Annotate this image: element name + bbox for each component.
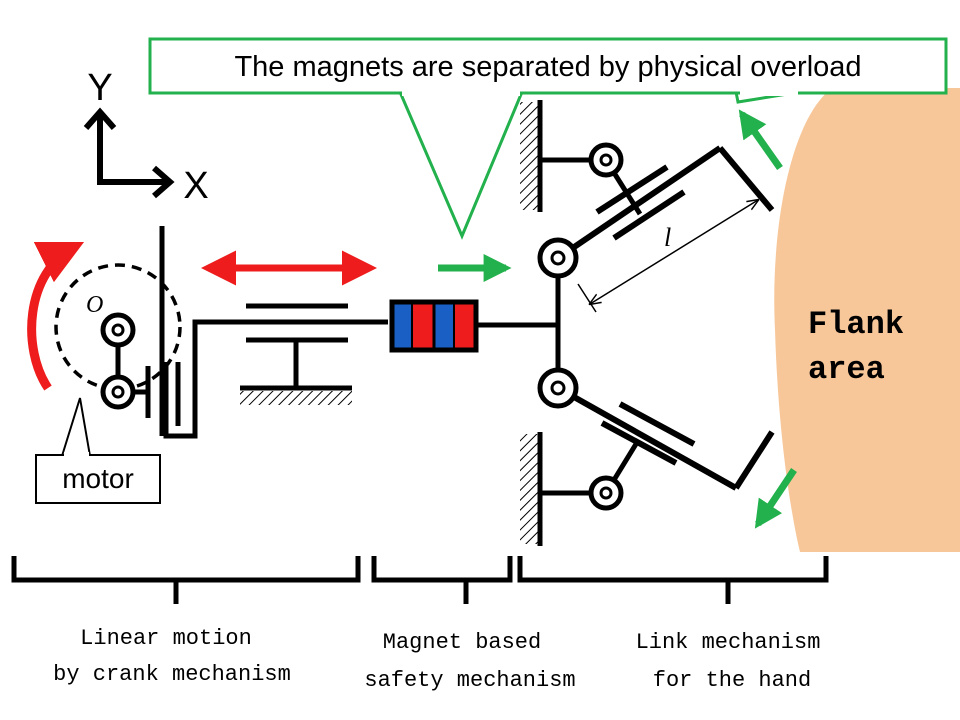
brace-linear-motion [11, 556, 361, 604]
brace-link-mechanism [517, 556, 829, 604]
flank-area-label-line2: area [808, 351, 885, 388]
motor-label: motor [62, 463, 134, 494]
section-label-crank-line1: Linear motion [80, 626, 252, 651]
magnet-safety-unit [389, 299, 558, 353]
section-braces [11, 556, 829, 604]
opening-arrow-lower [754, 468, 797, 529]
section-label-link-line1: Link mechanism [636, 630, 821, 655]
length-label: l [664, 223, 671, 252]
magnet-red-1 [412, 302, 434, 350]
section-label-crank-line2: by crank mechanism [53, 662, 291, 687]
flank-area-shape [774, 88, 960, 552]
section-label-magnet-line1: Magnet based [383, 630, 541, 655]
crank-circle [54, 263, 182, 391]
callout-box [148, 37, 948, 95]
brace-magnet-safety [371, 556, 513, 604]
coordinate-axes: Y X [83, 67, 209, 207]
opening-arrow-upper [738, 109, 783, 171]
section-labels: Linear motion by crank mechanism Magnet … [53, 626, 820, 693]
overload-callout: The magnets are separated by physical ov… [148, 37, 948, 240]
length-dimension-arrow [590, 200, 758, 304]
y-axis-label: Y [87, 67, 112, 109]
callout-text: The magnets are separated by physical ov… [234, 51, 861, 83]
rotation-arrow [27, 241, 85, 391]
section-label-magnet-line2: safety mechanism [364, 668, 575, 693]
magnet-red-2 [454, 302, 476, 350]
x-axis-label: X [183, 165, 208, 207]
magnet-blue-1 [392, 302, 412, 350]
flank-area-label-line1: Flank [808, 306, 904, 343]
section-label-link-line2: for the hand [653, 668, 811, 693]
origin-label: O [86, 292, 103, 318]
crank-mechanism: O [27, 226, 388, 439]
magnet-blue-2 [434, 302, 454, 350]
motor-callout: motor [35, 397, 161, 504]
linear-guide [240, 303, 352, 405]
ground-hatch [240, 391, 352, 405]
callout-tail-left [397, 90, 525, 240]
link-mechanism: l [520, 100, 775, 546]
